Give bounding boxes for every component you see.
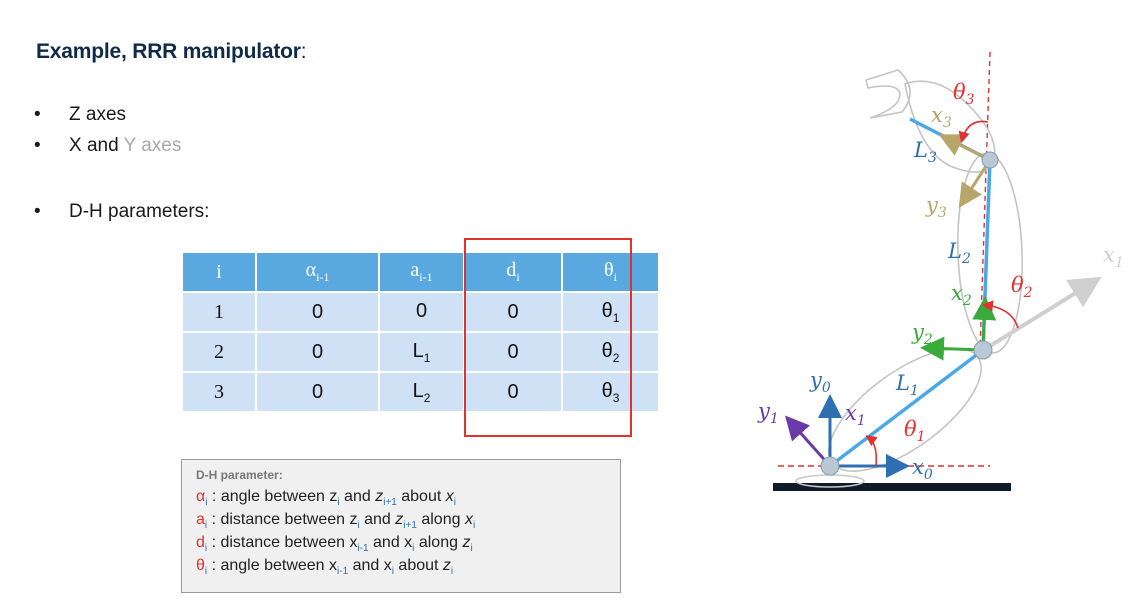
legend-line-a: ai : distance between zi and zi+1 along … — [196, 511, 476, 532]
label-x2: x2 — [951, 281, 972, 309]
x1-axis-extension — [983, 276, 1102, 351]
legend-line-alpha: αi : angle between zi and zi+1 about xi — [196, 488, 456, 509]
theta1-arc — [865, 435, 878, 467]
table-row: 1 0 0 0 θ1 — [183, 293, 658, 331]
label-x1: x1 — [845, 401, 866, 429]
label-theta2: θ2 — [1011, 273, 1033, 301]
legend-title: D-H parameter: — [196, 468, 283, 482]
table-row: 3 0 L2 0 θ3 — [183, 373, 658, 411]
highlight-box — [464, 238, 632, 437]
page-title: Example, RRR manipulator: — [36, 40, 307, 63]
dh-parameter-table: i αi-1 ai-1 di θi 1 0 0 0 θ1 2 0 L1 0 θ2… — [181, 251, 660, 413]
x3-axis — [938, 134, 991, 162]
theta3-arc — [958, 120, 989, 144]
label-theta3: θ3 — [953, 80, 975, 108]
table-row: 2 0 L1 0 θ2 — [183, 333, 658, 371]
label-y0: y0 — [809, 368, 831, 396]
rrr-manipulator-diagram: θ3 x3 L3 y3 L2 x2 θ2 x1 y2 y0 L1 y1 x1 θ… — [757, 51, 1124, 491]
base-ground — [773, 474, 1011, 491]
label-theta1: θ1 — [904, 417, 926, 445]
y3-axis — [958, 159, 992, 209]
header-theta: θi — [563, 253, 658, 291]
link-1 — [828, 348, 985, 468]
z3-reference-dashed — [979, 51, 991, 351]
joint-3 — [981, 151, 999, 169]
dh-legend-box: D-H parameter: αi : angle between zi and… — [181, 459, 621, 593]
label-y3: y3 — [925, 193, 947, 221]
header-a: ai-1 — [380, 253, 463, 291]
label-L2: L2 — [947, 239, 971, 267]
header-i: i — [183, 253, 255, 291]
label-x1-extension: x1 — [1103, 243, 1124, 271]
y1-axis — [785, 415, 832, 467]
theta2-arc — [981, 300, 1019, 329]
legend-line-theta: θi : angle between xi-1 and xi about zi — [196, 557, 454, 578]
table-header-row: i αi-1 ai-1 di θi — [183, 253, 658, 291]
label-L3: L3 — [913, 138, 937, 166]
label-x3: x3 — [931, 103, 952, 131]
header-alpha: αi-1 — [257, 253, 378, 291]
joint-2 — [973, 340, 993, 360]
label-L1: L1 — [895, 371, 919, 399]
label-y1: y1 — [757, 399, 779, 427]
y2-axis — [920, 336, 984, 361]
legend-line-d: di : distance between xi-1 and xi along … — [196, 534, 473, 555]
label-x0: x0 — [912, 455, 933, 483]
joint-1 — [820, 456, 840, 476]
label-y2: y2 — [911, 320, 933, 348]
header-d: di — [465, 253, 561, 291]
